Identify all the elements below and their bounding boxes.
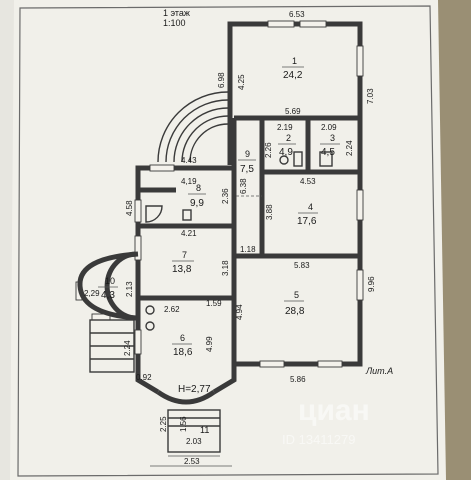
dimension-d-703: 7.03 — [366, 88, 375, 104]
interior-walls — [138, 115, 360, 364]
dimension-d-698: 6.98 — [217, 72, 226, 88]
dimension-d-224b: 2.24 — [123, 340, 132, 356]
room-2-number: 2 — [286, 133, 291, 143]
dimension-d-421: 4.21 — [181, 229, 197, 238]
dimension-d-443: 4.43 — [181, 156, 197, 165]
dimension-d-213: 2.13 — [125, 281, 134, 297]
room-6-number: 6 — [180, 333, 185, 343]
dimension-d-425: 4.25 — [237, 74, 246, 90]
dimension-d-996: 9.96 — [367, 276, 376, 292]
dimension-d-653: 6.53 — [289, 10, 305, 19]
dimension-d-219: 2.19 — [277, 123, 293, 132]
room-6-area: 18,6 — [173, 347, 193, 358]
dimension-d-236: 2.36 — [221, 188, 230, 204]
dimension-d-388: 3.88 — [265, 204, 274, 220]
dimension-d-118: 1.18 — [240, 245, 256, 254]
room-1-number: 1 — [292, 56, 297, 66]
dimension-d-499: 4.99 — [205, 336, 214, 352]
height-label: H=2,77 — [178, 384, 211, 395]
dimension-d-318: 3.18 — [221, 260, 230, 276]
room-4-area: 17,6 — [297, 216, 317, 227]
room-5-area: 28,8 — [285, 306, 305, 317]
room-9-area: 7,5 — [240, 164, 254, 175]
floor-title: 1 этаж — [163, 8, 190, 18]
dimension-d-203: 2.03 — [186, 437, 202, 446]
room-10-area: 4,3 — [101, 290, 115, 301]
fixtures — [145, 151, 333, 331]
room-4-number: 4 — [308, 202, 313, 212]
room-2-area: 4,9 — [279, 147, 293, 158]
watermark: циан ID 13411279 — [282, 394, 370, 447]
dimension-d-092: 0.92 — [136, 373, 152, 382]
dimension-labels: 6.53 6.98 4.25 7.03 5.69 2.19 2.09 2.26 … — [84, 10, 376, 466]
dimension-d-583: 5.83 — [294, 261, 310, 270]
dimension-d-156: 1.56 — [179, 416, 188, 432]
room-10-bay — [77, 251, 139, 321]
room-5-number: 5 — [294, 290, 299, 300]
watermark-id: ID 13411279 — [282, 432, 356, 447]
porch-arc — [157, 91, 229, 163]
bay-wall — [156, 389, 216, 405]
dimension-d-253: 2.53 — [184, 457, 200, 466]
dimension-d-225: 2.25 — [159, 416, 168, 432]
room-10-number: 10 — [105, 276, 115, 286]
dimension-d-586: 5.86 — [290, 375, 306, 384]
dimension-d-419: 4,19 — [181, 177, 197, 186]
room-labels: 1 24,2 2 4,9 3 4,5 4 17,6 5 28,8 6 18,6 … — [98, 56, 340, 435]
room-7-area: 13,8 — [172, 264, 192, 275]
room-9-number: 9 — [245, 149, 250, 159]
room-1-area: 24,2 — [283, 70, 303, 81]
scale-label: 1:100 — [163, 18, 186, 28]
watermark-brand: циан — [298, 394, 370, 427]
stairs — [89, 319, 135, 373]
room-11-number: 11 — [200, 425, 209, 435]
literal-label: Лит.А — [365, 366, 393, 376]
dimension-d-159: 1.59 — [206, 299, 222, 308]
dimension-d-458: 4.58 — [125, 200, 134, 216]
dimension-d-494: 4.94 — [235, 304, 244, 320]
room-3-area: 4,5 — [321, 147, 335, 158]
dimension-d-209: 2.09 — [321, 123, 337, 132]
dimension-d-229: 2,29 — [84, 289, 100, 298]
dimension-d-224a: 2.24 — [345, 140, 354, 156]
dimension-d-262: 2.62 — [164, 305, 180, 314]
dimension-d-569: 5.69 — [285, 107, 301, 116]
room-8-number: 8 — [196, 183, 201, 193]
room-3-number: 3 — [330, 133, 335, 143]
dimension-d-453: 4.53 — [300, 177, 316, 186]
porch-11 — [167, 409, 221, 453]
dimension-d-638: 6.38 — [239, 178, 248, 194]
room-7-number: 7 — [182, 250, 187, 260]
dimension-d-226: 2.26 — [264, 142, 273, 158]
room-8-area: 9,9 — [190, 198, 204, 209]
